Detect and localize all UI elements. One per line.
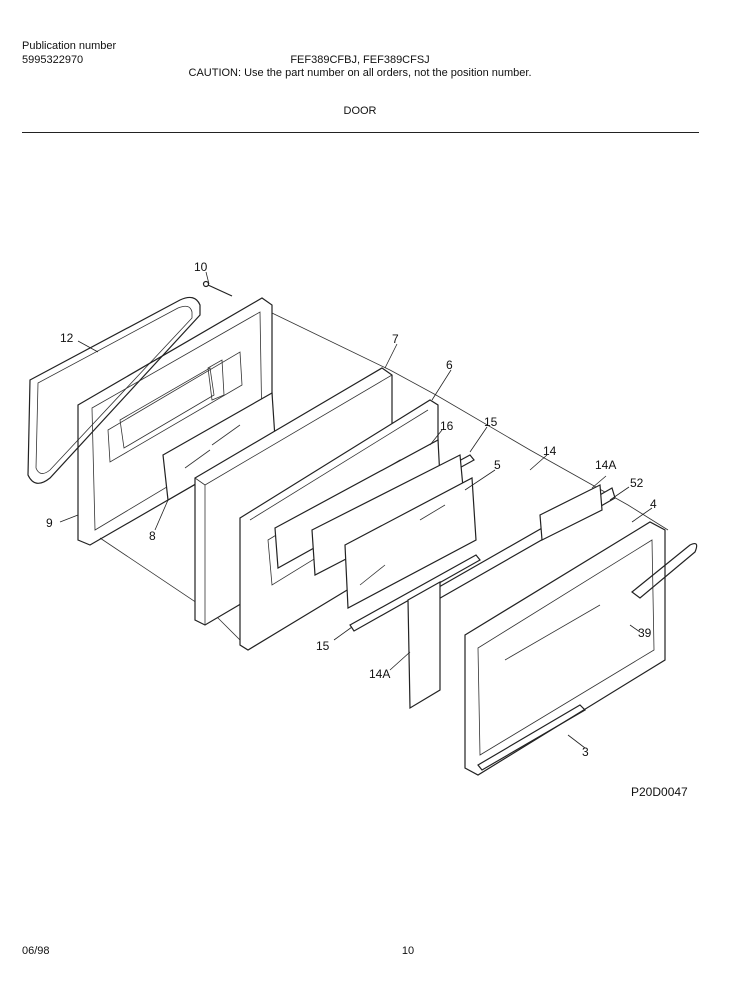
callout-4: 4 (650, 497, 657, 511)
callout-14: 14 (543, 444, 557, 458)
bottom-trim (477, 704, 586, 771)
callout-14a-upper: 14A (595, 458, 616, 472)
outer-door-frame (464, 521, 666, 776)
publication-label: Publication number (22, 40, 117, 52)
callout-16: 16 (440, 419, 454, 433)
callout-52: 52 (630, 476, 644, 490)
spacer-panel-lower (407, 580, 441, 710)
callout-8: 8 (149, 529, 156, 543)
spacer-panel-upper (539, 484, 603, 541)
screw (202, 280, 233, 297)
glass-retainer-lower (349, 554, 481, 632)
page-number: 10 (401, 945, 415, 957)
door-gasket (27, 296, 201, 484)
publication-number: 5995322970 (22, 54, 84, 66)
callout-3: 3 (582, 745, 589, 759)
callout-5: 5 (494, 458, 501, 472)
outer-glass (311, 454, 477, 609)
callout-7: 7 (392, 332, 399, 346)
leader-lines (59, 271, 653, 749)
callout-6: 6 (446, 358, 453, 372)
callout-10: 10 (194, 260, 208, 274)
callout-9: 9 (46, 516, 53, 530)
callout-39: 39 (638, 626, 652, 640)
callout-12: 12 (60, 331, 74, 345)
header-divider (22, 132, 699, 133)
callout-15-upper: 15 (484, 415, 498, 429)
callout-15-lower: 15 (316, 639, 330, 653)
door-handle (631, 542, 698, 599)
callout-14a-lower: 14A (369, 667, 390, 681)
caution-note: CAUTION: Use the part number on all orde… (188, 67, 532, 79)
section-title: DOOR (343, 105, 377, 117)
figure-id: P20D0047 (631, 785, 688, 799)
model-numbers: FEF389CFBJ, FEF389CFSJ (290, 54, 430, 66)
callouts: 10 12 7 6 16 15 5 14 14A 52 4 9 8 39 15 … (46, 260, 657, 759)
footer-date: 06/98 (22, 945, 50, 957)
